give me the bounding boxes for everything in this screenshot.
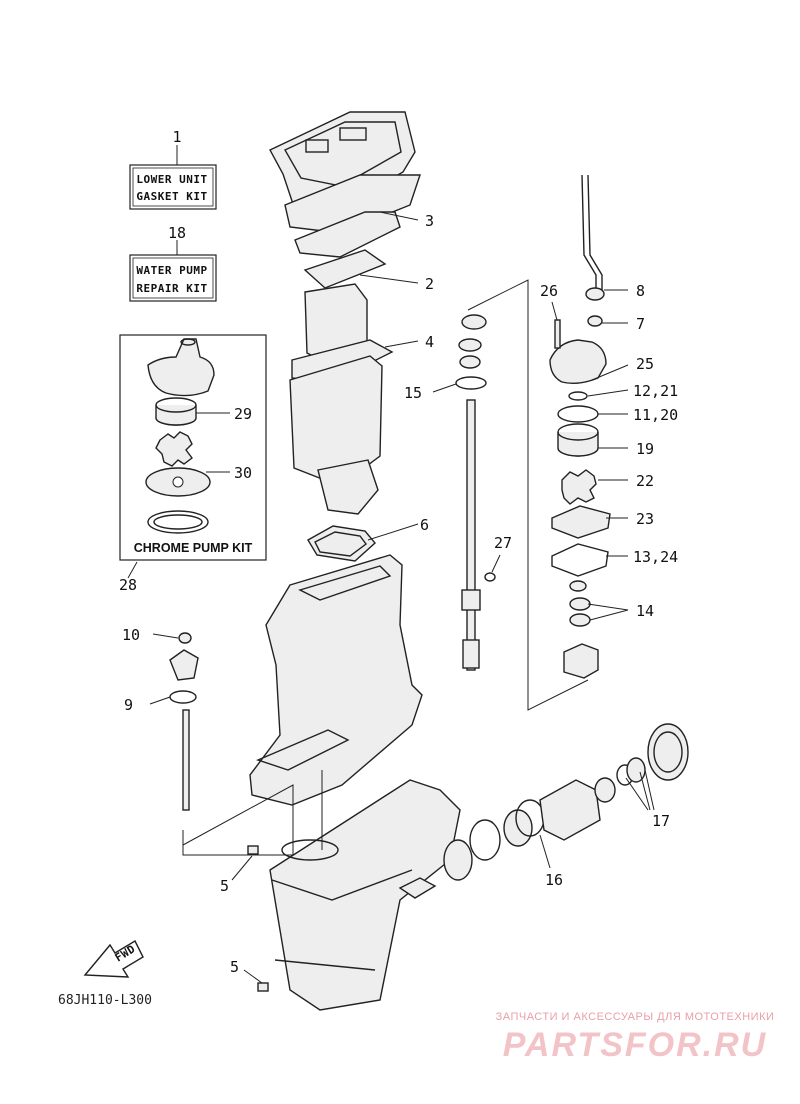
callout-13-24: 13,24 xyxy=(633,548,678,566)
callout-15: 15 xyxy=(404,384,422,402)
chrome-pump-kit-label: CHROME PUMP KIT xyxy=(134,541,253,555)
lower-unit-kit-line2: GASKET KIT xyxy=(136,190,207,203)
fwd-arrow-icon: FWD xyxy=(83,940,144,978)
callout-5-lower: 5 xyxy=(230,958,239,976)
callout-2: 2 xyxy=(425,275,434,293)
bolt-upper xyxy=(247,845,259,855)
callout-3: 3 xyxy=(425,212,434,230)
callout-23: 23 xyxy=(636,510,654,528)
shift-rod xyxy=(169,632,199,811)
callout-10: 10 xyxy=(122,626,140,644)
callout-19: 19 xyxy=(636,440,654,458)
prop-shaft-housing xyxy=(398,723,689,899)
lower-unit-kit-line1: LOWER UNIT xyxy=(136,173,207,186)
chrome-pump-kit-frame: CHROME PUMP KIT xyxy=(119,334,267,561)
callout-29: 29 xyxy=(234,405,252,423)
callout-25: 25 xyxy=(636,355,654,373)
exhaust-guide-stack xyxy=(269,111,421,562)
callout-17: 17 xyxy=(652,812,670,830)
gear-case xyxy=(269,779,461,1011)
callout-18: 18 xyxy=(168,224,186,242)
callout-12-21: 12,21 xyxy=(633,382,678,400)
callout-30: 30 xyxy=(234,464,252,482)
callout-16: 16 xyxy=(545,871,563,889)
callout-7: 7 xyxy=(636,315,645,333)
callout-11-20: 11,20 xyxy=(633,406,678,424)
watermark: ЗАПЧАСТИ И АКСЕССУАРЫ ДЛЯ МОТОТЕХНИКИ PA… xyxy=(496,1011,775,1064)
diagram-code: 68JH110-L300 xyxy=(58,993,152,1008)
callout-28: 28 xyxy=(119,576,137,594)
water-pump-kit-line1: WATER PUMP xyxy=(136,264,207,277)
callout-5-upper: 5 xyxy=(220,877,229,895)
water-pump-kit-line2: REPAIR KIT xyxy=(136,282,207,295)
watermark-tagline: ЗАПЧАСТИ И АКСЕССУАРЫ ДЛЯ МОТОТЕХНИКИ xyxy=(496,1011,775,1023)
callout-26: 26 xyxy=(540,282,558,300)
water-pump-repair-kit-box: WATER PUMP REPAIR KIT xyxy=(129,254,217,302)
drive-shaft xyxy=(455,314,487,671)
drive-shaft-housing xyxy=(249,554,423,806)
callout-14: 14 xyxy=(636,602,654,620)
callout-4: 4 xyxy=(425,333,434,351)
lower-unit-gasket-kit-box: LOWER UNIT GASKET KIT xyxy=(129,164,217,210)
callout-9: 9 xyxy=(124,696,133,714)
callout-27: 27 xyxy=(494,534,512,552)
watermark-site: PARTSFOR.RU xyxy=(503,1026,767,1064)
callout-8: 8 xyxy=(636,282,645,300)
callout-22: 22 xyxy=(636,472,654,490)
callout-1: 1 xyxy=(172,128,181,146)
bolt-lower xyxy=(257,982,269,992)
water-pump-stack xyxy=(549,174,611,679)
callout-6: 6 xyxy=(420,516,429,534)
